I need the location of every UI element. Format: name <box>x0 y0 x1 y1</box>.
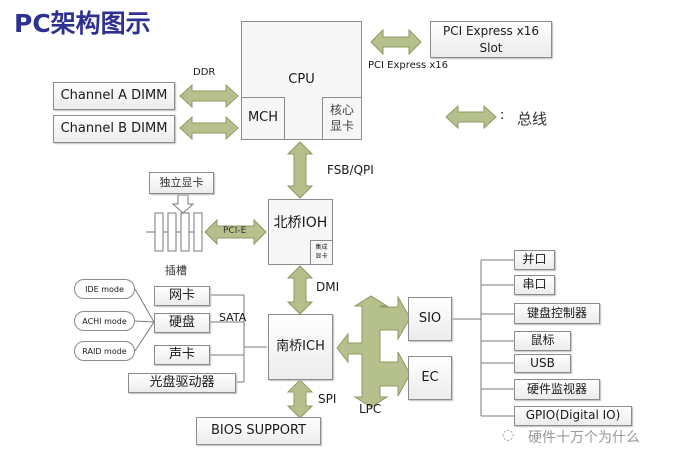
channel-b-dimm-box: Channel B DIMM <box>53 115 175 143</box>
usb-label: USB <box>530 355 555 370</box>
optical-drive-label: 光盘驱动器 <box>149 374 215 390</box>
legend-bus-icon <box>445 104 497 130</box>
sata-bus-label: SATA <box>219 311 247 324</box>
nic-label: 网卡 <box>168 287 195 303</box>
hdd-label: 硬盘 <box>168 314 195 330</box>
watermark-icon: ◌ <box>502 427 515 443</box>
peripheral-parallel-port: 并口 <box>514 250 555 270</box>
hardware-monitor-label: 硬件监视器 <box>526 381 587 396</box>
lpc-label: LPC <box>359 402 382 416</box>
mode-ide: IDE mode <box>74 279 135 299</box>
channel-a-dimm-box: Channel A DIMM <box>53 82 175 110</box>
mode-raid: RAID mode <box>74 341 135 361</box>
ddr-bus-label: DDR <box>193 67 216 78</box>
ddr-arrow-a <box>179 83 239 109</box>
ec-label: EC <box>421 369 439 385</box>
discrete-gpu-box: 独立显卡 <box>149 172 214 194</box>
cpu-igpu-line2: 显卡 <box>329 118 354 133</box>
sio-tree-lines <box>452 259 514 417</box>
ddr-arrow-b <box>179 115 239 141</box>
pcie-x16-arrow <box>370 28 422 56</box>
sio-label: SIO <box>418 310 442 326</box>
cpu-integrated-gpu-box: 核心 显卡 <box>322 97 362 140</box>
sio-box: SIO <box>408 297 452 341</box>
serial-port-label: 串口 <box>522 277 547 292</box>
channel-a-label: Channel A DIMM <box>60 87 168 103</box>
sata-device-nic: 网卡 <box>154 286 210 306</box>
peripheral-serial-port: 串口 <box>514 275 555 295</box>
nb-igpu-line2: 显卡 <box>315 252 328 260</box>
pcie-x16-slot-box: PCI Express x16 Slot <box>430 21 552 58</box>
mouse-label: 鼠标 <box>530 333 555 348</box>
pcie-slot-line1: PCI Express x16 <box>442 24 539 39</box>
spi-arrow <box>286 379 314 419</box>
southbridge-label: 南桥ICH <box>276 338 325 354</box>
watermark-text: 硬件十万个为什么 <box>528 430 640 446</box>
legend-label: 总线 <box>517 110 548 128</box>
parallel-port-label: 并口 <box>522 252 547 267</box>
peripheral-usb: USB <box>514 354 571 373</box>
pcie-slot-line2: Slot <box>479 40 503 55</box>
pci-e-bus-label: PCI-E <box>223 226 247 236</box>
ec-box: EC <box>408 356 452 400</box>
northbridge-integrated-gpu-box: 集成 显卡 <box>310 240 333 265</box>
legend-colon: : <box>500 108 505 123</box>
mode-achi-label: ACHI mode <box>82 316 127 326</box>
lpc-arrow <box>336 295 411 408</box>
southbridge-box: 南桥ICH <box>268 314 333 380</box>
pci-e-arrow <box>204 218 267 246</box>
cpu-igpu-line1: 核心 <box>329 102 354 117</box>
nb-igpu-line1: 集成 <box>315 244 328 252</box>
bios-support-box: BIOS SUPPORT <box>196 417 321 445</box>
sata-device-hdd: 硬盘 <box>154 313 210 333</box>
mode-achi: ACHI mode <box>74 311 135 331</box>
peripheral-mouse: 鼠标 <box>514 331 571 351</box>
mch-box: MCH <box>241 97 285 140</box>
keyboard-controller-label: 键盘控制器 <box>526 305 587 320</box>
slot-label: 插槽 <box>165 264 187 277</box>
channel-b-label: Channel B DIMM <box>60 120 168 136</box>
mode-ide-label: IDE mode <box>85 284 124 294</box>
gpu-insert-arrow <box>171 194 195 214</box>
sata-tree-lines <box>134 288 267 383</box>
pcie-x16-bus-label: PCI Express x16 <box>368 60 449 71</box>
mch-label: MCH <box>247 110 279 126</box>
gpio-label: GPIO(Digital IO) <box>525 408 621 423</box>
dmi-label: DMI <box>316 280 340 294</box>
sound-card-label: 声卡 <box>168 346 195 362</box>
fsb-qpi-arrow <box>286 141 314 199</box>
discrete-gpu-label: 独立显卡 <box>159 175 204 189</box>
sata-device-sound-card: 声卡 <box>154 345 210 365</box>
expansion-slot-graphic <box>146 212 203 252</box>
northbridge-label: 北桥IOH <box>273 215 328 231</box>
sata-device-optical-drive: 光盘驱动器 <box>128 373 236 393</box>
peripheral-gpio: GPIO(Digital IO) <box>514 406 632 426</box>
fsb-qpi-label: FSB/QPI <box>327 163 374 177</box>
peripheral-keyboard-controller: 键盘控制器 <box>514 303 600 324</box>
page-title: PC架构图示 <box>14 9 151 38</box>
spi-label: SPI <box>318 392 337 406</box>
cpu-label: CPU <box>288 72 315 87</box>
dmi-arrow <box>286 265 314 315</box>
bios-support-label: BIOS SUPPORT <box>210 422 307 438</box>
mode-raid-label: RAID mode <box>82 346 127 356</box>
peripheral-hardware-monitor: 硬件监视器 <box>514 379 600 400</box>
